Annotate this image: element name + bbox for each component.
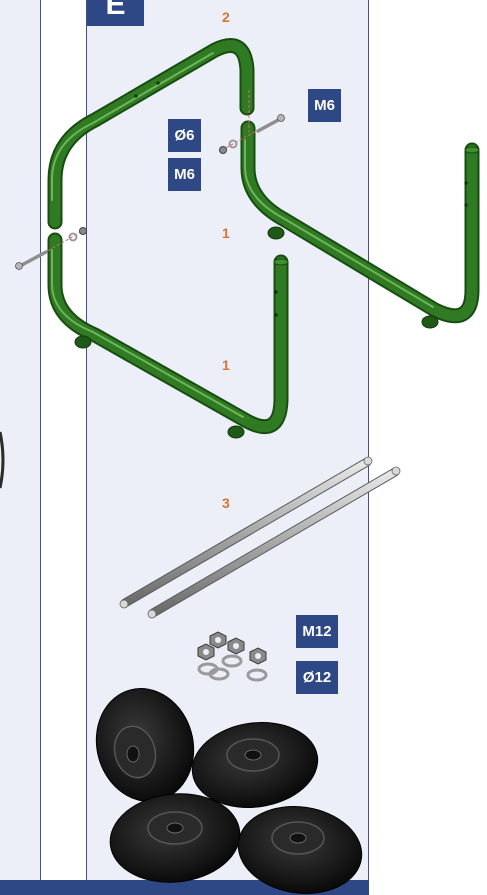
spec-badge-diameter-6: Ø6: [168, 119, 201, 152]
spec-badge-m6-top: M6: [308, 89, 341, 122]
quantity-upper-frame: 2: [222, 9, 230, 25]
tube-holes: [134, 81, 467, 316]
upper-frame-tube: [52, 46, 247, 223]
edge-fragment: [0, 432, 3, 488]
wheel-back-left: [84, 678, 206, 813]
spec-badge-m6-left: M6: [168, 158, 201, 191]
spec-badge-diameter-12: Ø12: [296, 661, 338, 694]
nuts-and-washers: [198, 632, 266, 680]
quantity-middle-frame: 1: [222, 225, 230, 241]
quantity-lower-frame: 1: [222, 357, 230, 373]
wheel-front-right: [233, 799, 368, 895]
axle-rods: [120, 457, 400, 618]
lower-frame-tube: [52, 240, 288, 438]
wheels: [84, 678, 367, 895]
quantity-axles: 3: [222, 495, 230, 511]
spec-badge-m12: M12: [296, 615, 338, 648]
